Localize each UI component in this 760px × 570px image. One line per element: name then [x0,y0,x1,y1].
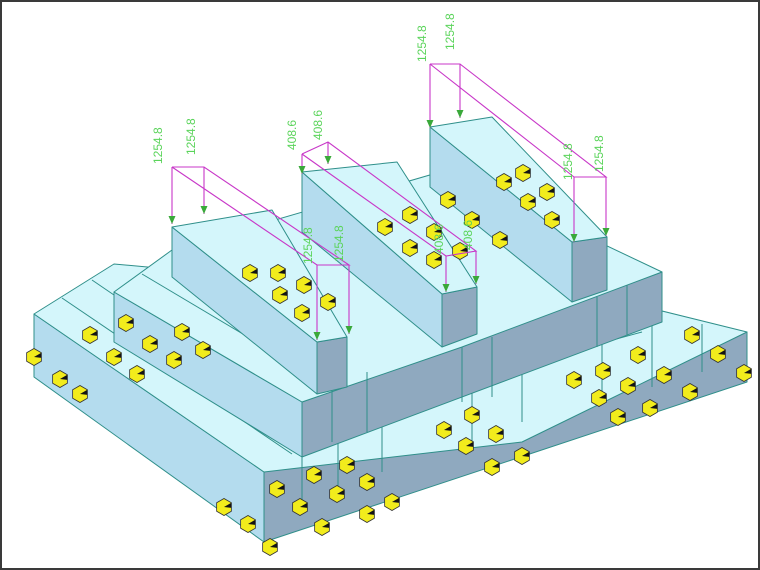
support-node-icon [620,377,636,395]
support-node-icon [630,346,646,364]
support-node-icon [656,366,672,384]
load-arrowhead [456,110,464,118]
wall-left-side-face [316,336,348,395]
support-node-icon [566,371,582,389]
support-node-icon [174,323,190,341]
support-node-icon [595,362,611,380]
support-node-icon [682,383,698,401]
support-node-icon [118,314,134,332]
load-arrowhead [168,216,176,224]
support-node-icon [216,498,232,516]
load-group-left: 1254.8 1254.8 1254.8 1254.8 [151,118,353,340]
support-node-icon [359,473,375,491]
load-a4-label: 1254.8 [332,225,346,262]
load-arrowhead [426,120,434,128]
support-node-icon [458,437,474,455]
support-node-icon [488,425,504,443]
load-arrowhead [570,234,578,242]
support-node-icon [514,447,530,465]
load-arrowhead [324,156,332,164]
support-node-icon [52,370,68,388]
load-c2-label: 1254.8 [443,13,457,50]
load-a2-label: 1254.8 [184,118,198,155]
support-node-icon [294,304,310,322]
support-node-icon [166,351,182,369]
support-node-icon [496,173,512,191]
support-node-icon [292,498,308,516]
support-node-icon [426,251,442,269]
support-node-icon [539,183,555,201]
load-arrowhead [472,276,480,284]
support-node-icon [436,421,452,439]
support-node-icon [26,348,42,366]
load-arrowhead [442,284,450,292]
support-node-icon [314,518,330,536]
support-node-icon [384,493,400,511]
load-arrowhead [602,228,610,236]
support-node-icon [72,385,88,403]
load-arrowhead [313,332,321,340]
load-arrowhead [200,206,208,214]
support-node-icon [339,456,355,474]
wall-right-side-face [571,236,608,303]
load-a1-label: 1254.8 [151,127,165,164]
support-node-icon [544,211,560,229]
support-node-icon [610,408,626,426]
support-node-icon [492,231,508,249]
support-node-icon [710,345,726,363]
load-arrowhead [298,166,306,174]
support-node-icon [464,406,480,424]
support-node-icon [129,365,145,383]
load-b4-label: 408.6 [461,220,475,250]
support-node-icon [402,239,418,257]
support-node-icon [270,264,286,282]
load-c4-label: 1254.8 [592,135,606,172]
support-node-icon [106,348,122,366]
support-node-icon [402,206,418,224]
support-node-icon [142,335,158,353]
load-b3-label: 408.6 [432,224,446,254]
support-node-icon [269,480,285,498]
load-group-right: 1254.8 1254.8 1254.8 1254.8 [415,13,610,242]
support-node-icon [306,466,322,484]
load-b2-label: 408.6 [311,110,325,140]
support-node-icon [195,341,211,359]
support-node-icon [329,485,345,503]
support-node-icon [242,264,258,282]
support-node-icon [642,399,658,417]
support-node-icon [520,193,536,211]
support-node-icon [262,538,278,556]
load-arrowhead [345,326,353,334]
load-c1-label: 1254.8 [415,25,429,62]
support-node-icon [464,211,480,229]
load-a3-label: 1254.8 [301,227,315,264]
support-node-icon [440,191,456,209]
support-node-icon [377,218,393,236]
support-node-icon [320,293,336,311]
support-node-icon [484,458,500,476]
support-node-icon [82,326,98,344]
support-node-icon [240,515,256,533]
support-nodes [26,164,752,556]
support-node-icon [684,326,700,344]
load-b1-label: 408.6 [285,120,299,150]
load-c3-label: 1254.8 [561,143,575,180]
support-node-icon [452,242,468,260]
support-node-icon [736,364,752,382]
load-group-middle: 408.6 408.6 408.6 408.6 [285,110,480,292]
foundation-blocks [33,116,748,543]
support-node-icon [296,276,312,294]
support-node-icon [272,286,288,304]
support-node-icon [515,164,531,182]
support-node-icon [359,505,375,523]
support-node-icon [591,389,607,407]
support-node-icon [426,223,442,241]
